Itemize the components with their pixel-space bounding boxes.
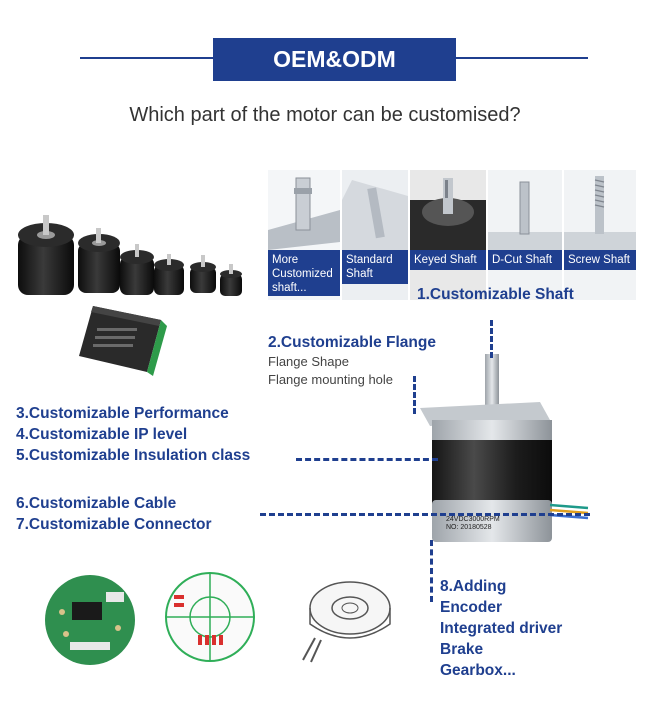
motor-1 (18, 215, 74, 295)
shaft-caption-screw: Screw Shaft (564, 250, 636, 270)
shaft-thumb-screw: Screw Shaft (564, 170, 636, 300)
small-motors-image (18, 215, 242, 296)
shaft-thumb-keyed: Keyed Shaft (410, 170, 486, 300)
extras-line-8: 8.Adding (440, 578, 507, 595)
motor-3 (120, 244, 154, 295)
cable-line-6: 6.Customizable Cable (16, 495, 177, 512)
performance-block: 3.Customizable Performance 4.Customizabl… (16, 403, 250, 466)
extras-gearbox: Gearbox... (440, 662, 516, 679)
header-rule-right (456, 57, 588, 59)
motor-2 (78, 228, 120, 293)
performance-line-5: 5.Customizable Insulation class (16, 447, 251, 464)
oem-odm-banner: OEM&ODM (213, 38, 456, 81)
flange-connector (413, 376, 416, 414)
main-motor-image (420, 354, 589, 542)
motor-driver-image (79, 306, 167, 376)
custom-shaft-icon (268, 177, 340, 250)
flange-hole-text: Flange mounting hole (268, 372, 394, 387)
insulation-connector (296, 458, 438, 461)
extras-encoder: Encoder (440, 599, 503, 616)
extras-brake: Brake (440, 641, 484, 658)
motor-label-line2: NO: 20180528 (446, 524, 492, 531)
extras-driver: Integrated driver (440, 620, 563, 637)
encoder-pcb-image (45, 575, 135, 665)
shaft-thumb-more: More Customized shaft... (268, 170, 340, 300)
shaft-caption-more: More Customized shaft... (268, 250, 340, 296)
flange-heading: 2.Customizable Flange (268, 334, 436, 351)
extras-block: 8.Adding Encoder Integrated driver Brake… (440, 576, 562, 681)
page-question: Which part of the motor can be customise… (129, 104, 521, 126)
shaft-caption-keyed: Keyed Shaft (410, 250, 486, 270)
motor-shaft (485, 354, 499, 406)
dcut-shaft-icon (488, 181, 562, 250)
flange-shape-text: Flange Shape (268, 354, 349, 369)
keyed-shaft-icon (410, 178, 486, 250)
standard-shaft-icon (342, 180, 408, 250)
performance-line-4: 4.Customizable IP level (16, 426, 188, 443)
motor-6 (220, 264, 242, 296)
encoder-connector (430, 540, 433, 602)
shaft-thumb-dcut: D-Cut Shaft (488, 170, 562, 300)
flange-block: 2.Customizable Flange Flange Shape Flang… (268, 332, 436, 389)
motor-label: 24VDC3000RPM NO: 20180528 (446, 516, 500, 532)
cable-connector (260, 513, 590, 516)
encoder-diagram-image (165, 572, 255, 662)
motor-label-line1: 24VDC3000RPM (446, 516, 500, 523)
shaft-caption-standard: Standard Shaft (342, 250, 408, 284)
cable-line-7: 7.Customizable Connector (16, 516, 212, 533)
shaft-caption-dcut: D-Cut Shaft (488, 250, 562, 270)
motor-4 (154, 254, 184, 295)
banner-text: OEM&ODM (273, 46, 396, 72)
screw-shaft-icon (564, 176, 636, 250)
motor-5 (190, 255, 216, 293)
shaft-thumb-standard: Standard Shaft (342, 170, 408, 300)
encoder-sketch-image (302, 581, 391, 663)
cable-block: 6.Customizable Cable 7.Customizable Conn… (16, 493, 212, 535)
shaft-heading: 1.Customizable Shaft (417, 286, 574, 303)
header-rule-left (80, 57, 213, 59)
performance-line-3: 3.Customizable Performance (16, 405, 229, 422)
shaft-connector (490, 320, 493, 358)
